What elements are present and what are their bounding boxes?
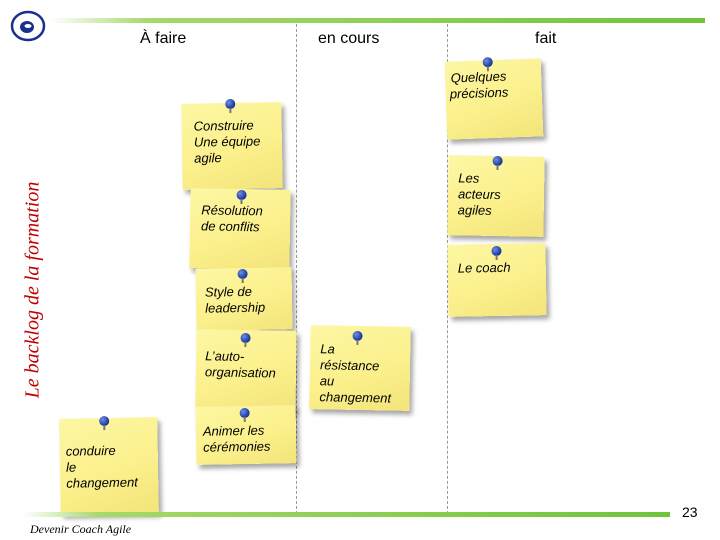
pin-icon <box>99 415 110 427</box>
column-header-done: fait <box>535 30 557 47</box>
pin-icon <box>225 98 236 110</box>
note-text: Le coach <box>457 259 511 276</box>
pin-icon <box>239 407 250 419</box>
note-text: L’auto-organisation <box>204 348 276 381</box>
column-header-doing: en cours <box>318 30 380 47</box>
pin-icon <box>482 57 493 68</box>
backlog-title: Le backlog de la formation <box>21 181 44 399</box>
pin-icon <box>491 245 502 257</box>
pin-icon <box>236 189 247 201</box>
company-logo-icon <box>10 10 46 42</box>
pin-icon <box>240 332 251 344</box>
page-number: 23 <box>682 504 698 520</box>
footer-title: Devenir Coach Agile <box>30 522 132 536</box>
bottom-rule <box>22 512 670 517</box>
pin-icon <box>492 155 503 167</box>
column-divider-1 <box>296 24 297 514</box>
pin-icon <box>352 330 363 342</box>
column-header-todo: À faire <box>140 30 187 47</box>
note-auto-organisation[interactable]: L’auto-organisation <box>195 329 297 411</box>
note-le-coach[interactable]: Le coach <box>447 243 547 317</box>
top-rule <box>50 18 705 23</box>
pin-icon <box>237 268 248 280</box>
